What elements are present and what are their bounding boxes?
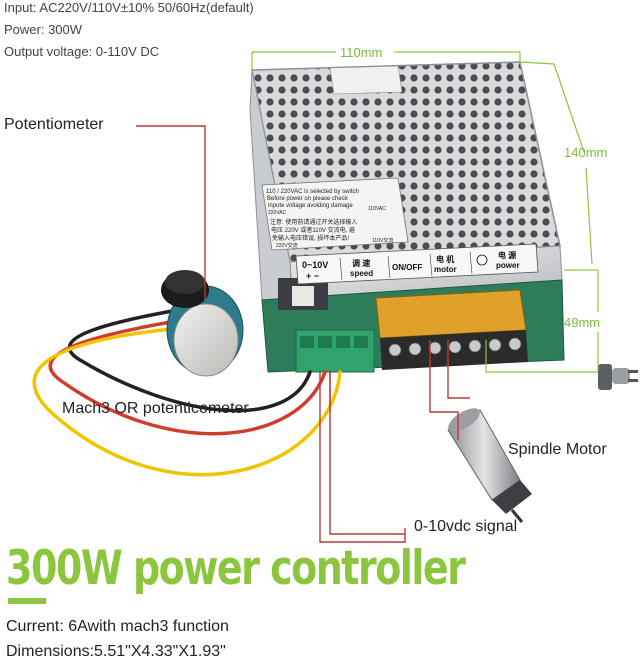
terminal-plus-minus: + − [306,271,319,281]
sticker-110: 110VAC [368,206,386,212]
spec-input: Input: AC220V/110V±10% 50/60Hz(default) [4,0,254,15]
sticker-cn-line2: 电压 220V 或者110V 交流电, 避 [271,226,355,234]
spec-power: Power: 300W [4,22,83,37]
sticker-cn-line3: 免输入电压错误, 损坏本产品! [272,234,349,242]
dimension-lines [251,51,599,373]
product-title: 300W power controller [6,540,466,595]
terminal-0-10v: 0~10V [302,260,328,270]
dim-height-label: 49mm [564,315,600,330]
green-connector [295,329,375,373]
controller-box [249,61,565,373]
power-plug-icon [598,364,638,390]
sticker-line2: Before power on please check [267,196,349,202]
terminal-power-cn: 电 源 [498,250,516,260]
sticker-text: 110 / 220VAC is selected by switch Befor… [266,189,393,249]
sticker-cn-line1: 注意: 使用前请通过开关选择输入 [270,218,357,226]
title-underline-bar [8,598,46,604]
terminal-power: power [496,261,520,270]
dim-width-label: 110mm [340,45,382,60]
signal-label: 0-10vdc signal [414,518,518,535]
control-wires [32,304,342,477]
potentiometer-label: Potentiometer [4,116,104,133]
ground-icon [476,254,488,266]
terminal-motor: motor [434,265,457,274]
mach3-label: Mach3 OR potenticometer [62,400,249,417]
terminal-labels: 0~10V + − 调 速 speed ON/OFF 电 机 motor 电 源… [302,250,520,281]
sticker-line1: 110 / 220VAC is selected by switch [266,189,359,195]
terminal-motor-cn: 电 机 [436,254,454,264]
current-spec: Current: 6Awith mach3 function [6,618,229,635]
spindle-motor-image [447,408,532,523]
potentiometer-image [161,270,244,377]
terminal-onoff: ON/OFF [392,263,422,272]
spindle-motor-label: Spindle Motor [508,441,607,458]
sticker-220: 220VAC [268,210,287,216]
dimensions-spec: Dimensions:5.51"X4.33"X1.93" [6,643,226,660]
terminal-speed-cn: 调 速 [352,258,370,268]
sticker-line3: inpute voltage avoiding damage [268,203,353,209]
sticker-cn-220: 220V交流 [276,242,298,249]
leader-lines [136,125,470,543]
spec-output: Output voltage: 0-110V DC [4,44,160,59]
terminal-speed: speed [350,269,373,278]
dim-depth-label: 140mm [564,145,607,160]
sticker-cn-110: 110V交流 [372,237,393,244]
